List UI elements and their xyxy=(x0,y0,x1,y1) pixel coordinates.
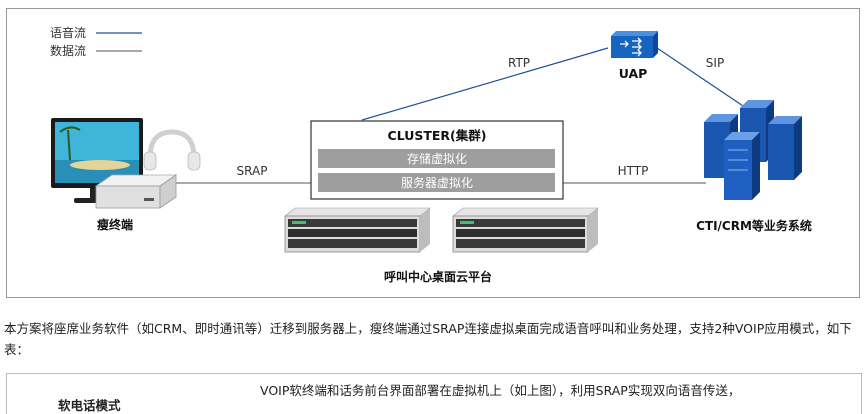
rtp-link xyxy=(361,47,609,121)
rack-server-left-icon xyxy=(284,207,431,253)
legend: 语音流 数据流 xyxy=(50,25,142,58)
mode-table-row-label: 软电话模式 xyxy=(58,398,121,413)
uap-icon xyxy=(611,31,658,58)
rtp-label: RTP xyxy=(508,56,530,70)
mode-table-row-text: VOIP软终端和话务前台界面部署在虚拟机上（如上图），利用SRAP实现双向语音传… xyxy=(260,383,741,398)
cluster-title: CLUSTER(集群) xyxy=(388,128,487,143)
storage-virt-bar xyxy=(318,149,555,168)
server-cluster-icon xyxy=(704,100,802,200)
storage-virt-label: 存储虚拟化 xyxy=(407,151,467,166)
headset-icon xyxy=(143,129,201,171)
thin-client-box-icon xyxy=(94,174,178,209)
cti-crm-label: CTI/CRM等业务系统 xyxy=(696,218,812,233)
mode-table xyxy=(6,373,862,414)
platform-label: 呼叫中心桌面云平台 xyxy=(384,269,492,284)
rack-server-right-icon xyxy=(452,207,599,253)
description-paragraph: 本方案将座席业务软件（如CRM、即时通讯等）迁移到服务器上，瘦终端通过SRAP连… xyxy=(4,321,852,357)
srap-label: SRAP xyxy=(237,164,268,178)
uap-label: UAP xyxy=(619,66,648,81)
http-label: HTTP xyxy=(618,164,649,178)
sip-link xyxy=(656,47,753,113)
diagram-frame xyxy=(6,8,860,298)
sip-label: SIP xyxy=(706,56,724,70)
server-virt-bar xyxy=(318,173,555,192)
architecture-diagram: 语音流 数据流 RTP SIP SRAP HTTP UAP CLUSTER(集群… xyxy=(6,8,860,298)
legend-voice-label: 语音流 xyxy=(50,25,86,40)
thin-client-label: 瘦终端 xyxy=(97,217,133,232)
legend-data-label: 数据流 xyxy=(50,43,86,58)
server-virt-label: 服务器虚拟化 xyxy=(401,175,473,190)
